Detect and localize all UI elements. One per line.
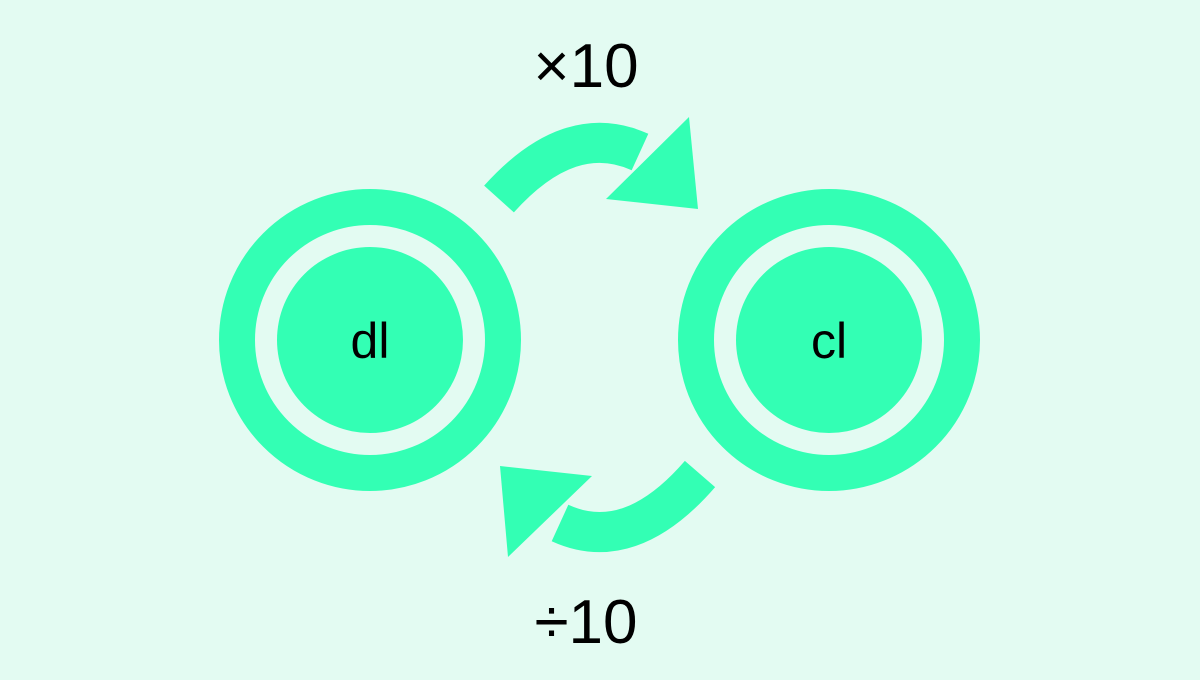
node-dl-label: dl	[351, 313, 390, 369]
conversion-label-divide: ÷10	[535, 588, 638, 657]
node-cl-inner-disc	[736, 247, 922, 433]
arrow-cl-to-dl-shaft	[551, 460, 716, 553]
arrow-cl-to-dl	[500, 460, 716, 557]
node-dl-outer-ring	[219, 189, 521, 491]
arrow-dl-to-cl	[484, 117, 698, 213]
node-cl: cl	[678, 189, 980, 491]
node-cl-label: cl	[811, 313, 847, 369]
arrow-cl-to-dl-head	[500, 466, 592, 557]
conversion-label-multiply: ×10	[533, 32, 638, 101]
arrow-dl-to-cl-head	[606, 117, 698, 209]
node-cl-outer-ring	[678, 189, 980, 491]
node-dl-inner-disc	[277, 247, 463, 433]
arrow-dl-to-cl-shaft	[484, 122, 649, 213]
node-dl: dl	[219, 189, 521, 491]
